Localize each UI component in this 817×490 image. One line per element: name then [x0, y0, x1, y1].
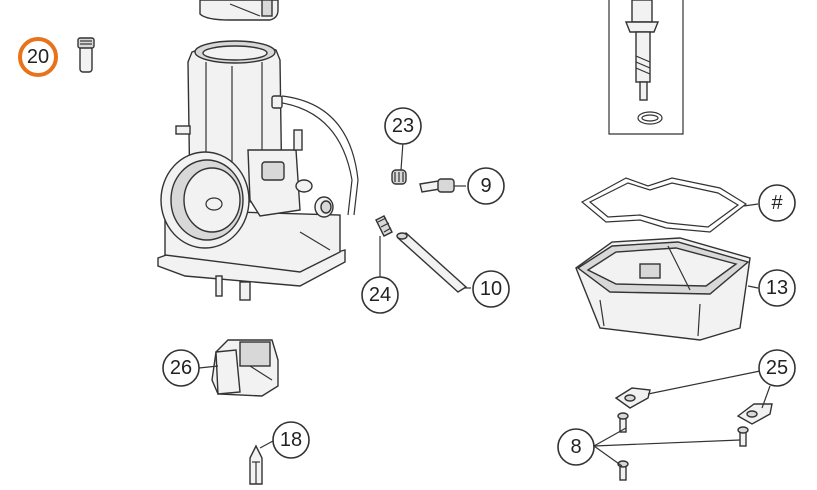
- callout-10[interactable]: 10: [472, 270, 510, 308]
- callout-13[interactable]: 13: [758, 269, 796, 307]
- callout-hash-label: #: [771, 192, 783, 214]
- carburetor-body[interactable]: [157, 40, 359, 301]
- callout-23[interactable]: 23: [384, 107, 422, 145]
- callout-24[interactable]: 24: [361, 276, 399, 314]
- part-13-float-bowl[interactable]: [575, 237, 751, 341]
- callout-9-label: 9: [480, 175, 491, 197]
- callout-10-label: 10: [480, 278, 502, 300]
- part-8-screws[interactable]: [617, 412, 749, 481]
- part-18-float-needle[interactable]: [249, 444, 263, 485]
- callout-hash[interactable]: #: [758, 184, 796, 222]
- part-25-clips[interactable]: [614, 387, 773, 425]
- part-26-float[interactable]: [211, 339, 279, 397]
- part-top-slide[interactable]: [199, 0, 279, 21]
- part-23-spring[interactable]: [391, 169, 407, 185]
- callout-26[interactable]: 26: [162, 349, 200, 387]
- callout-20-label: 20: [27, 46, 49, 68]
- callout-18[interactable]: 18: [272, 421, 310, 459]
- part-needle-assembly-box[interactable]: [608, 0, 684, 135]
- callout-25[interactable]: 25: [758, 349, 796, 387]
- part-24-spring[interactable]: [375, 215, 393, 237]
- part-10-pin[interactable]: [396, 232, 468, 293]
- callout-24-label: 24: [369, 284, 391, 306]
- callout-8-label: 8: [570, 436, 581, 458]
- part-9-screw[interactable]: [419, 178, 455, 193]
- callout-25-label: 25: [766, 357, 788, 379]
- part-20-jet[interactable]: [77, 37, 95, 73]
- leader-lines: [198, 141, 771, 467]
- callout-8[interactable]: 8: [557, 428, 595, 466]
- callout-20[interactable]: 20: [18, 37, 58, 77]
- callout-26-label: 26: [170, 357, 192, 379]
- callout-18-label: 18: [280, 429, 302, 451]
- callout-23-label: 23: [392, 115, 414, 137]
- part-gasket[interactable]: [580, 177, 748, 233]
- callout-9[interactable]: 9: [467, 167, 505, 205]
- callout-13-label: 13: [766, 277, 788, 299]
